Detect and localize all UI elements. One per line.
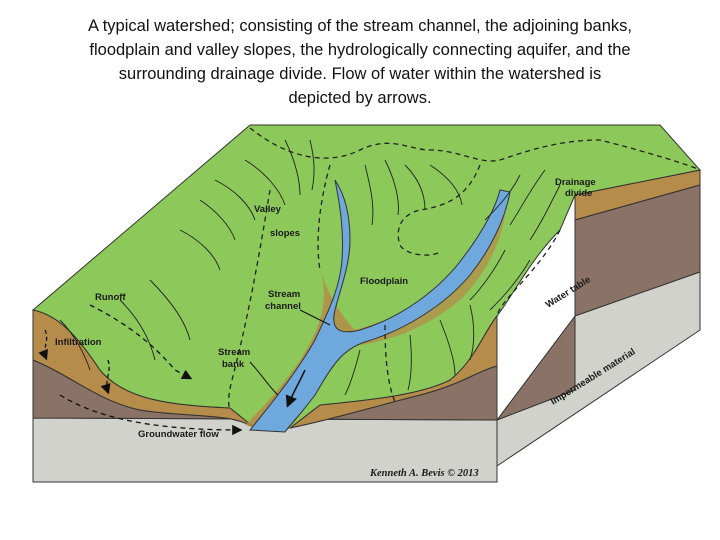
label-drainage-divide-2: divide [565, 188, 592, 199]
label-groundwater-flow: Groundwater flow [138, 429, 219, 440]
label-valley-slopes-1: Valley [254, 204, 282, 215]
label-valley-slopes-2: slopes [270, 228, 300, 239]
label-floodplain: Floodplain [360, 276, 408, 287]
label-stream-bank-1: Stream [218, 347, 250, 358]
label-stream-channel-1: Stream [268, 289, 300, 300]
label-infiltration: Infiltration [55, 337, 102, 348]
label-runoff: Runoff [95, 292, 126, 303]
credit-text: Kenneth A. Bevis © 2013 [369, 468, 479, 479]
label-stream-bank-2: bank [222, 359, 245, 370]
label-stream-channel-2: channel [265, 301, 301, 312]
label-drainage-divide-1: Drainage [555, 177, 596, 188]
